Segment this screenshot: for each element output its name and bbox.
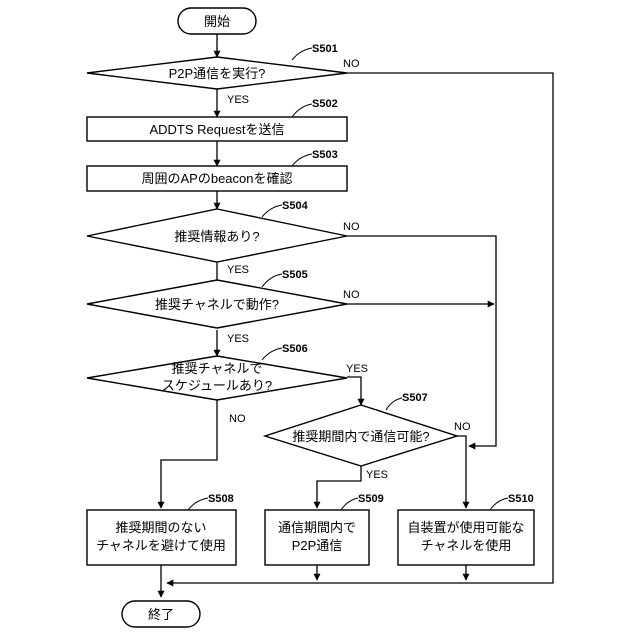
- s507-step: S507: [402, 392, 428, 404]
- s505-step: S505: [282, 269, 308, 281]
- s505-no-label: NO: [343, 289, 360, 301]
- s506-yes-label: YES: [346, 363, 368, 375]
- arrow-s507-no-to-s510: [457, 436, 466, 508]
- s501-leader: [292, 48, 312, 60]
- arrow-junction-to-s507: [469, 304, 496, 446]
- arrow-s501-no-to-end: [167, 73, 553, 583]
- start-label: 開始: [204, 14, 230, 29]
- s505-yes-label: YES: [227, 333, 249, 345]
- s502-text: ADDTS Requestを送信: [149, 122, 284, 137]
- decision-s504: 推奨情報あり? S504 NO YES: [87, 200, 360, 276]
- end-terminal: 終了: [122, 601, 200, 627]
- s505-text: 推奨チャネルで動作?: [155, 297, 279, 312]
- s510-step: S510: [508, 493, 534, 505]
- decision-s505: 推奨チャネルで動作? S505 NO YES: [87, 269, 360, 345]
- end-label: 終了: [148, 607, 174, 622]
- s501-no-label: NO: [343, 58, 360, 70]
- s503-step: S503: [312, 149, 338, 161]
- arrow-s506-yes-to-s507: [347, 377, 361, 405]
- decision-s507: 推奨期間内で通信可能? S507 NO YES: [265, 392, 471, 481]
- s505-leader: [262, 274, 282, 287]
- s507-text: 推奨期間内で通信可能?: [292, 429, 429, 444]
- s503-text: 周囲のAPのbeaconを確認: [142, 171, 293, 186]
- s510-line1: 自装置が使用可能な: [407, 520, 524, 535]
- s501-text: P2P通信を実行?: [169, 66, 266, 81]
- s507-leader: [386, 398, 402, 410]
- s502-leader: [292, 104, 312, 117]
- s510-leader: [490, 498, 508, 510]
- s508-step: S508: [208, 493, 234, 505]
- s509-leader: [341, 498, 358, 510]
- arrow-s507-yes-to-s509: [317, 466, 361, 508]
- s509-line1: 通信期間内で: [278, 520, 356, 535]
- line-s504-no: [347, 236, 496, 304]
- start-terminal: 開始: [178, 8, 256, 34]
- s506-no-label: NO: [229, 413, 246, 425]
- s503-leader: [292, 154, 312, 166]
- s504-yes-label: YES: [227, 264, 249, 276]
- s504-no-label: NO: [343, 221, 360, 233]
- s509-step: S509: [358, 493, 384, 505]
- s506-step: S506: [282, 343, 308, 355]
- s507-no-label: NO: [454, 421, 471, 433]
- decision-s506: 推奨チャネルで スケジュールあり? S506 YES NO: [87, 343, 368, 425]
- process-s509: 通信期間内で P2P通信 S509: [265, 493, 384, 565]
- s504-text: 推奨情報あり?: [174, 229, 259, 244]
- s508-line2: チャネルを避けて使用: [96, 538, 226, 553]
- decision-s501: P2P通信を実行? S501 NO YES: [87, 43, 360, 106]
- arrow-s506-no-to-s508: [161, 400, 217, 508]
- s506-line1: 推奨チャネルで: [172, 361, 263, 376]
- s501-step: S501: [312, 43, 338, 55]
- s504-step: S504: [282, 200, 309, 212]
- s504-leader: [262, 205, 282, 217]
- s502-step: S502: [312, 98, 338, 110]
- s508-line1: 推奨期間のない: [115, 520, 206, 535]
- s506-leader: [262, 348, 282, 360]
- s508-leader: [188, 498, 208, 510]
- s506-line2: スケジュールあり?: [162, 378, 272, 393]
- s501-yes-label: YES: [227, 94, 249, 106]
- s509-line2: P2P通信: [292, 538, 343, 553]
- s507-yes-label: YES: [366, 469, 388, 481]
- s510-line2: チャネルを使用: [421, 538, 512, 553]
